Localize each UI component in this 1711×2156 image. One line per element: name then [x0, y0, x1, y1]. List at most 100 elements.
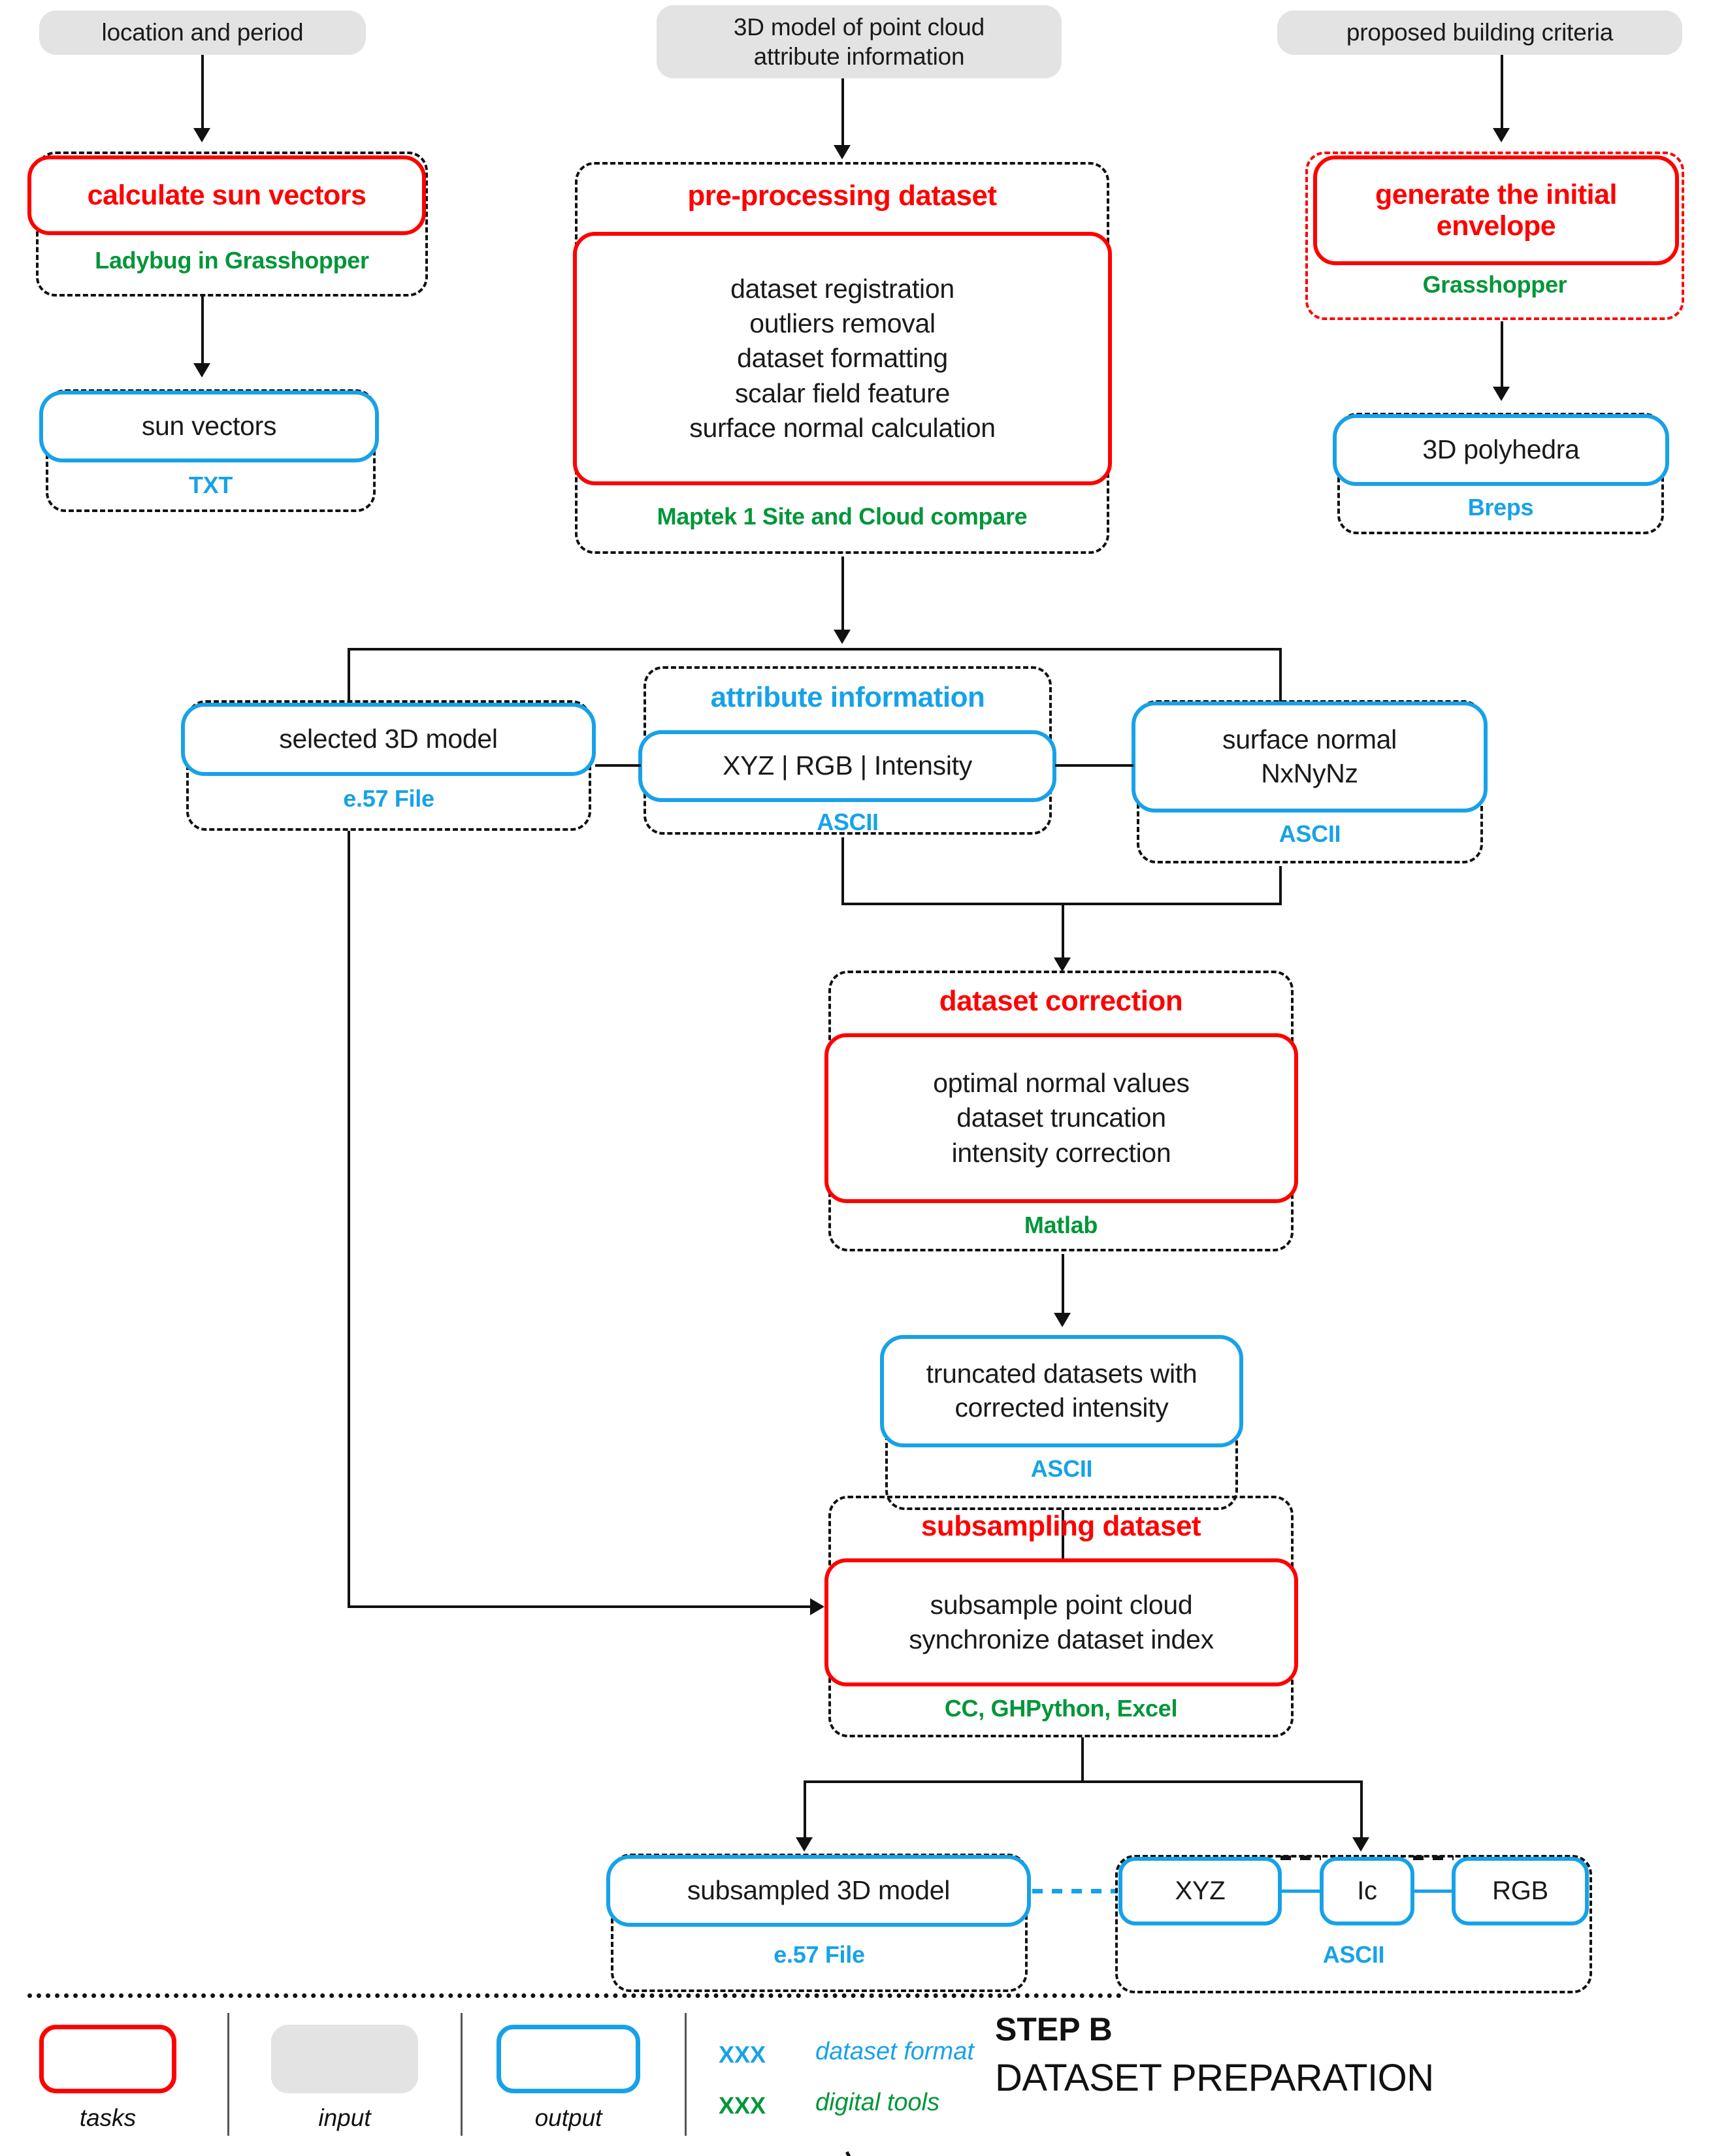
- format-label-ascii-truncated: ASCII: [1030, 1455, 1093, 1482]
- bus-line-attributes: [348, 648, 1282, 651]
- group-title-pre-processing: pre-processing dataset: [687, 180, 997, 212]
- input-point-cloud-model: 3D model of point cloud attribute inform…: [657, 5, 1062, 78]
- output-label: XYZ | RGB | Intensity: [723, 750, 972, 781]
- arrow-line-correction-to-truncated: [1062, 1254, 1064, 1318]
- output-label: Ic: [1357, 1876, 1377, 1906]
- legend-swatch-tasks: [39, 2025, 176, 2093]
- legend-caption-tasks: tasks: [79, 2104, 137, 2131]
- tool-label-cc-ghpython-excel: CC, GHPython, Excel: [944, 1695, 1178, 1722]
- arrow-line-envelope-to-polyhedra: [1501, 321, 1503, 392]
- group-generate-initial-envelope: [1305, 152, 1684, 320]
- legend-separator-1: [227, 2013, 229, 2136]
- output-label: RGB: [1492, 1876, 1548, 1906]
- task-line: surface normal calculation: [689, 412, 996, 443]
- task-line: optimal normal values: [933, 1068, 1190, 1099]
- link-attribute-to-normal: [1055, 764, 1133, 767]
- task-line: outliers removal: [749, 308, 936, 339]
- legend-swatch-input: [271, 2025, 418, 2093]
- bypass-line-selected-model: [348, 831, 350, 1608]
- task-pre-processing-dataset[interactable]: dataset registration outliers removal da…: [573, 232, 1112, 485]
- split-bus-subsampling: [804, 1780, 1363, 1783]
- arrow-head-sunvectors-task-to-output: [193, 363, 210, 378]
- task-title: calculate sun vectors: [87, 179, 367, 211]
- dotted-top-xyz-ic: [1280, 1856, 1321, 1860]
- task-calculate-sun-vectors[interactable]: calculate sun vectors: [27, 155, 426, 235]
- legend-key-dataset-format: XXX: [719, 2041, 766, 2068]
- legend-divider: [27, 1993, 1122, 1998]
- output-surface-normal[interactable]: surface normal NxNyNz: [1132, 701, 1488, 813]
- arrow-head-correction-to-truncated: [1054, 1313, 1071, 1327]
- arrow-line-truncated-to-subsampling: [1062, 1510, 1064, 1569]
- task-title: generate the initial envelope: [1375, 178, 1617, 242]
- legend-diagonal-divider: [845, 2151, 924, 2156]
- step-title: DATASET PREPARATION: [995, 2057, 1434, 2099]
- group-ascii-outputs: [1115, 1855, 1592, 1993]
- output-xyz[interactable]: XYZ: [1118, 1857, 1282, 1925]
- arrow-head-criteria-to-envelope: [1493, 128, 1510, 142]
- output-sun-vectors[interactable]: sun vectors: [39, 391, 379, 462]
- output-subsampled-3d-model[interactable]: subsampled 3D model: [606, 1855, 1031, 1927]
- split-branch-right: [1360, 1780, 1363, 1842]
- group-title-subsampling-dataset: subsampling dataset: [921, 1510, 1201, 1542]
- output-label: selected 3D model: [279, 724, 498, 754]
- arrow-head-to-ascii-group: [1352, 1837, 1369, 1852]
- tool-label-ladybug: Ladybug in Grasshopper: [95, 247, 369, 274]
- legend-swatch-output: [497, 2025, 640, 2093]
- tool-label-maptek: Maptek 1 Site and Cloud compare: [657, 503, 1028, 530]
- task-line: dataset formatting: [737, 343, 948, 374]
- merge-drop-attribute: [841, 837, 844, 903]
- split-stem-subsampling: [1081, 1737, 1084, 1783]
- legend-caption-output: output: [534, 2104, 602, 2131]
- arrow-line-preprocess-to-attributes: [841, 556, 844, 635]
- arrow-line-model-to-preprocess: [841, 78, 844, 150]
- legend-desc-dataset-format: dataset format: [815, 2038, 974, 2065]
- arrow-head-bypass-to-subsampling: [810, 1598, 824, 1615]
- bypass-line-to-subsampling: [348, 1605, 815, 1608]
- legend-separator-2: [461, 2013, 463, 2136]
- format-label-txt: TXT: [188, 472, 233, 498]
- arrow-head-to-subsampled-model: [796, 1837, 813, 1852]
- group-title-attribute-information: attribute information: [710, 681, 985, 713]
- output-ic[interactable]: Ic: [1320, 1857, 1414, 1925]
- legend-caption-input: input: [318, 2104, 371, 2131]
- format-label-ascii-final: ASCII: [1322, 1941, 1385, 1968]
- task-line: intensity correction: [951, 1137, 1171, 1168]
- output-truncated-datasets[interactable]: truncated datasets with corrected intens…: [880, 1335, 1243, 1447]
- legend-separator-3: [685, 2013, 687, 2136]
- output-attribute-information[interactable]: XYZ | RGB | Intensity: [638, 730, 1056, 802]
- dotted-link-model-to-xyz: [1032, 1889, 1117, 1893]
- output-label: surface normal NxNyNz: [1222, 724, 1397, 788]
- output-3d-polyhedra[interactable]: 3D polyhedra: [1333, 414, 1669, 486]
- dotted-top-ic-rgb: [1413, 1856, 1454, 1860]
- task-generate-initial-envelope[interactable]: generate the initial envelope: [1313, 155, 1679, 265]
- arrow-head-model-to-preprocess: [834, 145, 851, 159]
- format-label-ascii-attribute: ASCII: [817, 809, 879, 835]
- format-label-ascii-normal: ASCII: [1279, 820, 1341, 847]
- format-label-breps: Breps: [1467, 494, 1534, 521]
- legend-desc-digital-tools: digital tools: [815, 2089, 940, 2116]
- arrow-line-location-to-task: [201, 55, 204, 133]
- arrow-line-merge-to-correction: [1062, 903, 1064, 963]
- output-label: XYZ: [1175, 1876, 1226, 1906]
- output-selected-3d-model[interactable]: selected 3D model: [181, 703, 596, 776]
- task-subsampling-dataset[interactable]: subsample point cloud synchronize datase…: [824, 1558, 1298, 1686]
- input-building-criteria: proposed building criteria: [1277, 10, 1682, 55]
- task-line: synchronize dataset index: [909, 1624, 1214, 1654]
- output-label: subsampled 3D model: [687, 1875, 951, 1906]
- step-label: STEP B: [995, 2011, 1113, 2048]
- legend-key-digital-tools: XXX: [719, 2092, 766, 2119]
- task-line: dataset truncation: [956, 1102, 1166, 1133]
- output-label: sun vectors: [141, 411, 277, 442]
- arrow-head-envelope-to-polyhedra: [1493, 387, 1510, 401]
- bus-drop-left: [348, 648, 350, 738]
- merge-drop-normal: [1279, 866, 1282, 903]
- arrow-line-sunvectors-task-to-output: [201, 297, 204, 368]
- task-line: scalar field feature: [734, 378, 950, 408]
- output-rgb[interactable]: RGB: [1452, 1857, 1589, 1925]
- task-line: dataset registration: [730, 273, 954, 304]
- task-line: subsample point cloud: [930, 1589, 1193, 1620]
- arrow-line-criteria-to-envelope: [1501, 55, 1503, 133]
- task-dataset-correction[interactable]: optimal normal values dataset truncation…: [824, 1033, 1298, 1203]
- split-branch-left: [804, 1780, 806, 1842]
